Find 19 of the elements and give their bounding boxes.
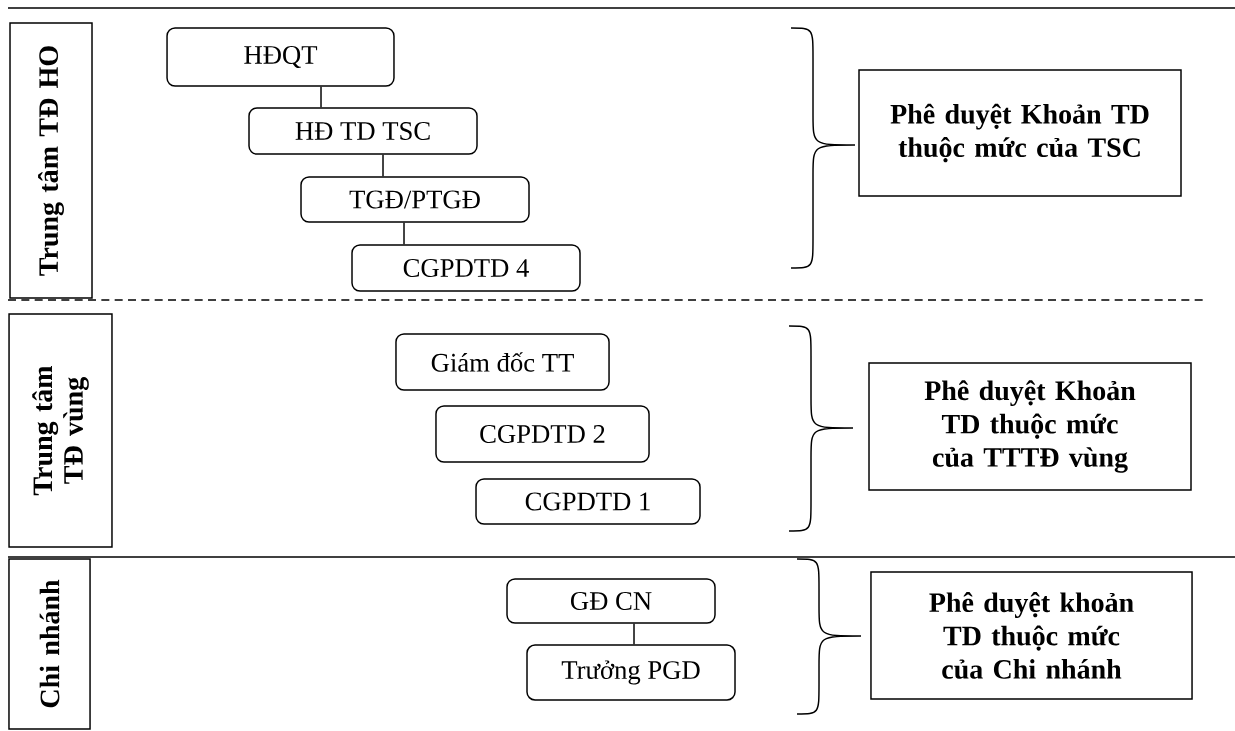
role-box: TGĐ/PTGĐ <box>300 176 530 223</box>
connector-line <box>382 154 384 177</box>
role-box: Giám đốc TT <box>395 333 610 391</box>
role-box: CGPDTD 1 <box>475 478 701 525</box>
section-label-box: Chi nhánh <box>8 558 91 730</box>
role-box: GĐ CN <box>506 578 716 624</box>
section-label-box: Trung tâm TĐ vùng <box>8 313 113 548</box>
approval-box: Phê duyệt khoản TD thuộc mức của Chi nhánh <box>870 571 1193 700</box>
connector-line <box>320 86 322 108</box>
role-box: HĐQT <box>166 27 395 87</box>
role-box: HĐ TD TSC <box>248 107 478 155</box>
approval-box: Phê duyệt Khoản TD thuộc mức của TTTĐ vùng <box>868 362 1192 491</box>
connector-line <box>403 222 405 245</box>
approval-box: Phê duyệt Khoản TD thuộc mức của TSC <box>858 69 1182 197</box>
role-box: CGPDTD 2 <box>435 405 650 463</box>
connector-line <box>633 623 635 646</box>
role-box: CGPDTD 4 <box>351 244 581 292</box>
section-label-box: Trung tâm TĐ HO <box>9 22 93 299</box>
role-box: Trưởng PGD <box>526 644 736 701</box>
